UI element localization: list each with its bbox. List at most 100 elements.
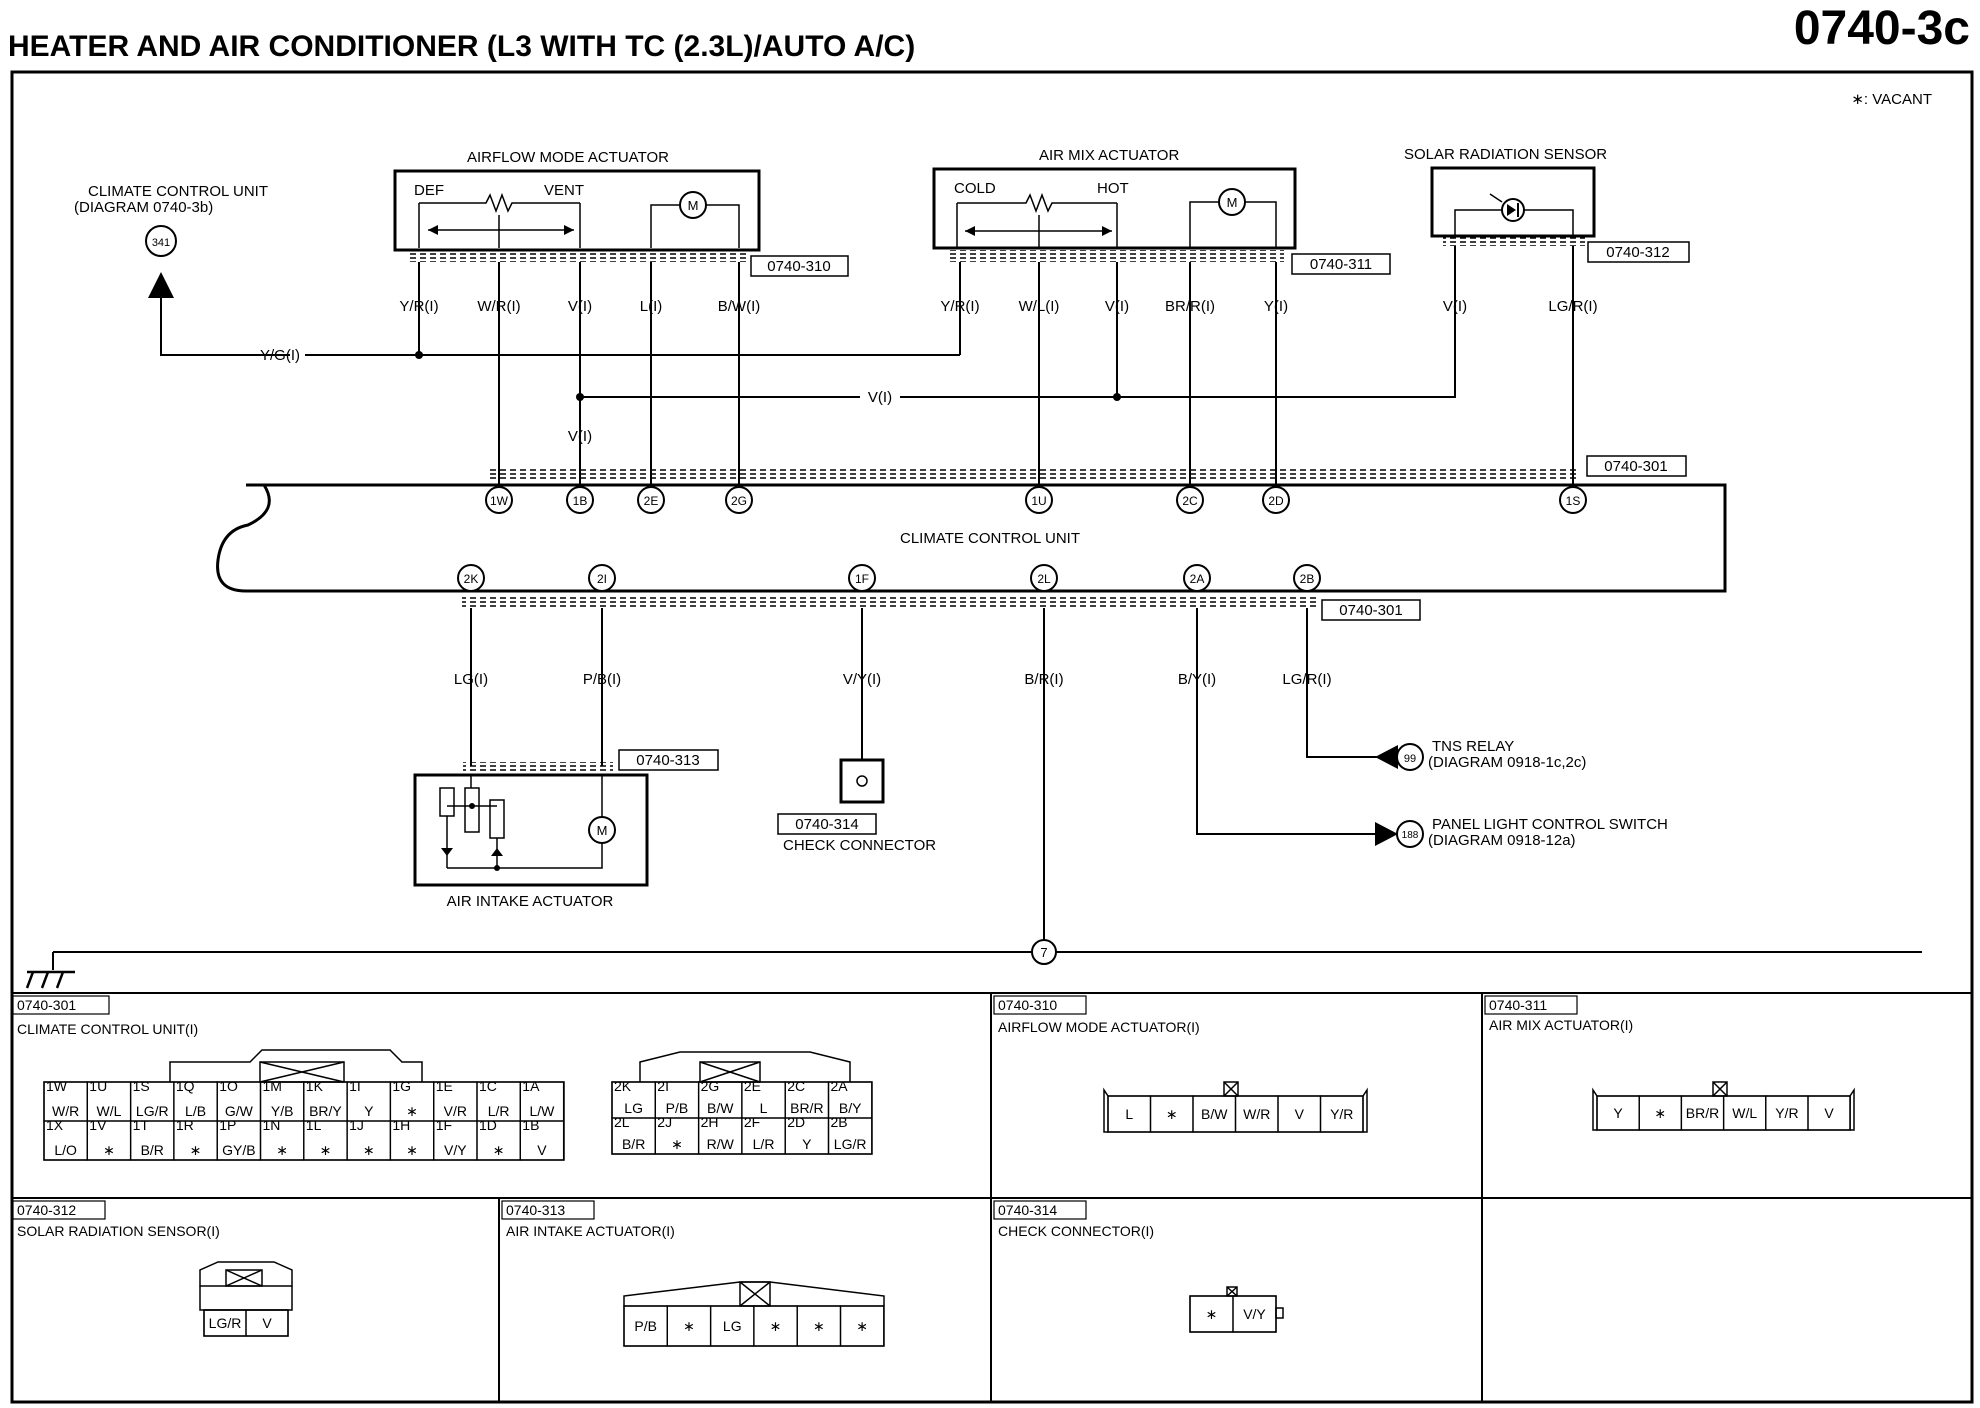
svg-text:0740-310: 0740-310 [767, 258, 830, 275]
ccu-bottom-terminals: 2K 2I 1F 2L 2A 2B [457, 564, 1321, 592]
vacant-legend: ∗: VACANT [1851, 91, 1932, 108]
pin-wire-color: B/R [141, 1142, 164, 1158]
svg-text:0740-314: 0740-314 [795, 816, 858, 833]
page-code: 0740-3c [1794, 2, 1970, 55]
pin-wire-color: ∗ [671, 1136, 683, 1152]
terminal-1W: 1W [490, 494, 509, 508]
pin-number: 2H [701, 1114, 719, 1130]
wire-y: Y(I) [1264, 298, 1288, 315]
pin-number: 1W [46, 1078, 68, 1094]
pin-wire-color: BR/R [1686, 1105, 1719, 1121]
airflow-resistor [460, 192, 538, 214]
pin-number: 1M [263, 1078, 282, 1094]
wire-wl: W/L(I) [1019, 298, 1060, 315]
airmix-actuator-name: AIR MIX ACTUATOR [1039, 147, 1179, 164]
pin-wire-color: ∗ [1654, 1105, 1666, 1121]
connector-tag-301-top [1586, 455, 1687, 477]
pin-number: 1F [436, 1117, 452, 1133]
air-intake-actuator-name: AIR INTAKE ACTUATOR [447, 893, 614, 910]
wire-v-bus: V(I) [868, 389, 892, 406]
pin-wire-color: V [537, 1142, 547, 1158]
pin-wire-color: L/R [488, 1103, 510, 1119]
wire-v-1: V(I) [568, 298, 592, 315]
pin-wire-color: W/R [52, 1103, 79, 1119]
panel-301-code: 0740-301 [17, 997, 76, 1013]
pin-wire-color: W/R [1243, 1106, 1270, 1122]
pin-number: 1T [133, 1117, 150, 1133]
wire-br: B/R(I) [1024, 671, 1063, 688]
terminal-2D: 2D [1268, 494, 1284, 508]
wire-l: L(I) [640, 298, 663, 315]
pin-number: 2C [787, 1078, 805, 1094]
wire-v-3: V(I) [1443, 298, 1467, 315]
panel-314-title: CHECK CONNECTOR(I) [998, 1223, 1154, 1239]
pin-wire-color: G/W [225, 1103, 254, 1119]
panel-314-code: 0740-314 [998, 1202, 1057, 1218]
svg-text:M: M [688, 198, 699, 213]
terminal-2L: 2L [1037, 572, 1051, 586]
ground-icon [25, 970, 75, 989]
pin-wire-color: L [760, 1100, 768, 1116]
svg-text:0740-312: 0740-312 [1606, 244, 1669, 261]
panel-311-code: 0740-311 [1489, 997, 1547, 1013]
connector-tag-301-bottom [1321, 599, 1421, 621]
pin-wire-color: V [1824, 1105, 1834, 1121]
ccu-b-pin [827, 1117, 873, 1155]
pin-wire-color: L/O [54, 1142, 77, 1158]
pin-number: 1C [479, 1078, 497, 1094]
terminal-1S: 1S [1566, 494, 1581, 508]
pin-number: 2A [831, 1078, 849, 1094]
pin-wire-color: ∗ [363, 1142, 375, 1158]
pin-wire-color: LG/R [136, 1103, 169, 1119]
airflow-def-label: DEF [414, 182, 444, 199]
pin-wire-color: ∗ [1166, 1106, 1178, 1122]
terminal-7 [1031, 939, 1057, 965]
connector-tag-310 [750, 255, 849, 277]
pin-wire-color: ∗ [813, 1318, 825, 1334]
pin-wire-color: W/L [1732, 1105, 1757, 1121]
wire-vy: V/Y(I) [843, 671, 881, 688]
svg-text:0740-301: 0740-301 [1339, 602, 1402, 619]
pin-number: 2D [787, 1114, 805, 1130]
pin-number: 1E [436, 1078, 453, 1094]
pin-number: 1R [176, 1117, 194, 1133]
airmix-resistor [1000, 192, 1078, 214]
terminal-188 [1396, 820, 1424, 848]
ccu-top-terminals: 1W 1B 2E 2G 1U 2C 2D 1S [485, 486, 1587, 514]
panel-313-title: AIR INTAKE ACTUATOR(I) [506, 1223, 675, 1239]
pin-wire-color: GY/B [222, 1142, 255, 1158]
wire-v-down: V(I) [568, 428, 592, 445]
terminal-1F: 1F [855, 572, 869, 586]
pin-wire-color: V/Y [1243, 1306, 1266, 1322]
tns-relay-name: TNS RELAY [1432, 738, 1514, 755]
tns-relay-diagram: (DIAGRAM 0918-1c,2c) [1428, 754, 1586, 771]
pin-wire-color: L [1125, 1106, 1133, 1122]
svg-text:7: 7 [1040, 945, 1047, 960]
svg-text:0740-301: 0740-301 [1604, 458, 1667, 475]
terminal-2K: 2K [464, 572, 479, 586]
pin-number: 2J [657, 1114, 672, 1130]
pin-wire-color: LG/R [834, 1136, 867, 1152]
panel-312-code: 0740-312 [17, 1202, 76, 1218]
wire-brr: BR/R(I) [1165, 298, 1215, 315]
pin-wire-color: Y/B [271, 1103, 294, 1119]
svg-text:188: 188 [1402, 830, 1419, 841]
pin-wire-color: ∗ [103, 1142, 115, 1158]
terminal-1B: 1B [573, 494, 588, 508]
pin-wire-color: ∗ [406, 1103, 418, 1119]
pin-wire-color: L/W [530, 1103, 556, 1119]
pin-number: 2K [614, 1078, 632, 1094]
svg-text:M: M [1227, 195, 1238, 210]
arrow-188 [1375, 822, 1398, 846]
wire-bw: B/W(I) [718, 298, 761, 315]
airmix-pin [1807, 1095, 1851, 1131]
pin-number: 1B [522, 1117, 539, 1133]
connector-tag-314 [777, 813, 877, 835]
panel-313-code: 0740-313 [506, 1202, 565, 1218]
pin-wire-color: BR/R [790, 1100, 823, 1116]
connector-panel-grid [12, 992, 1972, 1402]
pin-number: 2I [657, 1078, 669, 1094]
pin-wire-color: Y [1613, 1105, 1623, 1121]
panel-312-title: SOLAR RADIATION SENSOR(I) [17, 1223, 220, 1239]
pin-number: 1O [219, 1078, 238, 1094]
